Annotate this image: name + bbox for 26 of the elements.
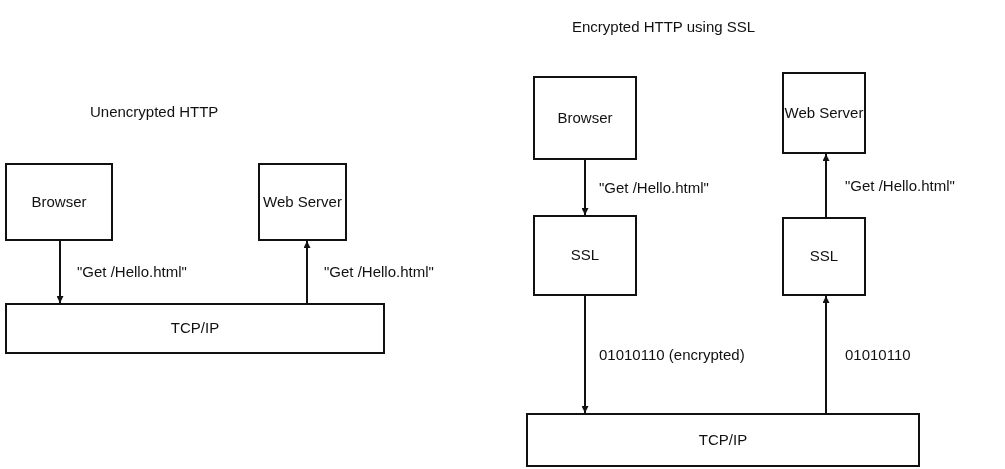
diagram-heading: Unencrypted HTTP xyxy=(90,103,219,120)
node-label: Web Server xyxy=(784,103,864,123)
arrow xyxy=(822,295,830,414)
node-label: TCP/IP xyxy=(170,319,220,338)
process-box xyxy=(258,163,347,241)
process-box xyxy=(526,413,920,467)
process-box xyxy=(782,217,866,296)
edge-label: "Get /Hello.html" xyxy=(322,263,436,280)
arrow xyxy=(822,153,830,218)
node-label: Browser xyxy=(31,192,87,212)
process-box xyxy=(5,303,385,354)
arrow xyxy=(303,240,311,304)
node-label: SSL xyxy=(570,246,600,265)
arrow xyxy=(581,295,589,414)
process-box xyxy=(782,72,866,154)
node-label: TCP/IP xyxy=(698,430,748,450)
process-box xyxy=(533,215,637,296)
edge-label: "Get /Hello.html" xyxy=(75,263,189,280)
node-label: Browser xyxy=(557,108,613,128)
node-label: Web Server xyxy=(263,192,342,212)
process-box xyxy=(533,76,637,160)
process-box xyxy=(5,163,113,241)
node-label: SSL xyxy=(809,247,839,266)
diagram-heading: Encrypted HTTP using SSL xyxy=(572,18,756,35)
arrow xyxy=(581,159,589,216)
arrow xyxy=(56,240,64,304)
